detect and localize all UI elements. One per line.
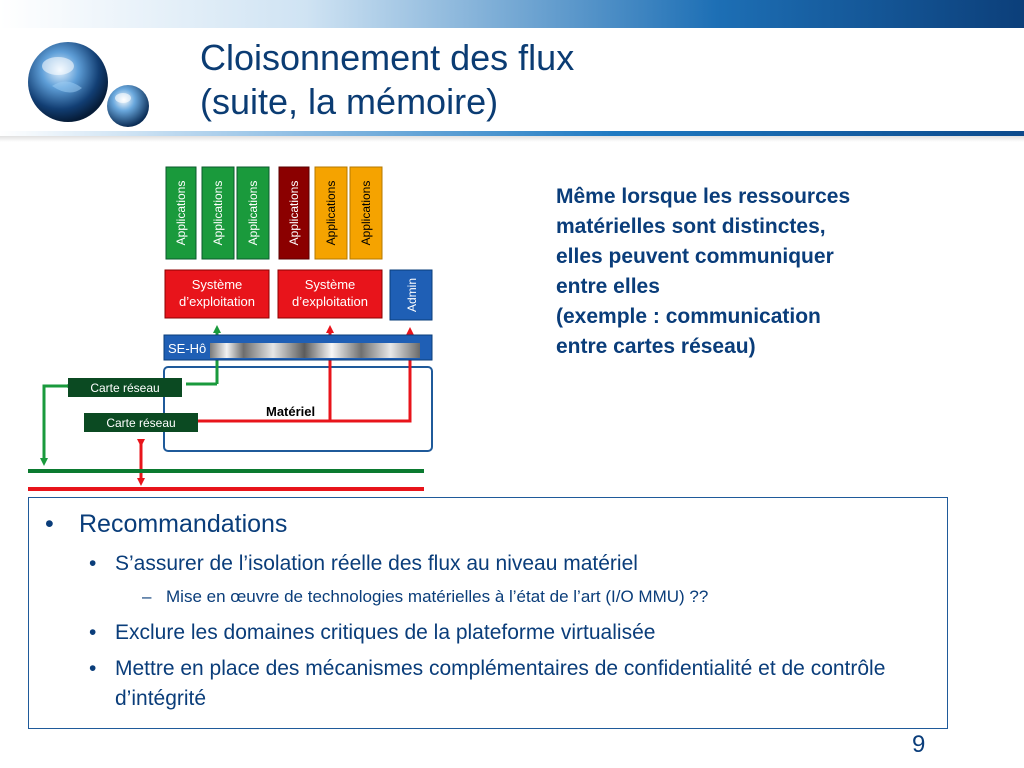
- note-line-6: entre cartes réseau): [556, 335, 756, 358]
- header-shadow: [0, 136, 1024, 142]
- bullet: •: [89, 657, 97, 680]
- nic-box-2: Carte réseau: [84, 413, 198, 432]
- page-number: 9: [912, 731, 926, 758]
- admin-box: Admin: [389, 269, 433, 321]
- os-box-2-line-2: d’exploitation: [292, 294, 368, 309]
- app-label-2: Applications: [211, 181, 225, 246]
- recommendations-box: • Recommandations • S’assurer de l’isola…: [28, 497, 948, 729]
- app-column-4: Applications: [278, 166, 310, 260]
- header-divider: [0, 131, 1024, 136]
- dash: –: [142, 587, 152, 606]
- recommendation-subtext-1: Mise en œuvre de technologies matérielle…: [166, 587, 709, 606]
- host-os-label: SE-Hô: [168, 341, 206, 356]
- memory-bar: [210, 343, 420, 358]
- note-line-4: entre elles: [556, 275, 660, 298]
- recommendation-text-2: Exclure les domaines critiques de la pla…: [115, 621, 656, 644]
- app-column-6: Applications: [349, 166, 383, 260]
- app-label-3: Applications: [246, 181, 260, 246]
- app-column-2: Applications: [201, 166, 235, 260]
- bullet: •: [89, 621, 97, 644]
- note-line-5: (exemple : communication: [556, 305, 821, 328]
- bullet: •: [45, 510, 54, 538]
- header-gradient-stripe: [0, 0, 1024, 28]
- title-line-2: (suite, la mémoire): [200, 81, 499, 122]
- green-nic-link: [40, 382, 72, 466]
- nic-2-label: Carte réseau: [106, 416, 175, 430]
- recommendations-heading-text: Recommandations: [79, 510, 288, 538]
- nic-box-1: Carte réseau: [68, 378, 182, 397]
- globe-logo-icon: [28, 42, 149, 127]
- app-label-6: Applications: [359, 181, 373, 246]
- app-label-1: Applications: [174, 181, 188, 246]
- side-note: Même lorsque les ressources matérielles …: [556, 182, 956, 362]
- architecture-diagram: Applications Applications Applications A…: [28, 166, 433, 491]
- nic-1-label: Carte réseau: [90, 381, 159, 395]
- os-box-1-line-2: d’exploitation: [179, 294, 255, 309]
- os-box-1-line-1: Système: [192, 277, 243, 292]
- os-box-2: Système d’exploitation: [277, 269, 383, 319]
- recommendation-text-3: Mettre en place des mécanismes complémen…: [115, 657, 886, 710]
- slide-title: Cloisonnement des flux (suite, la mémoir…: [200, 36, 574, 124]
- os-box-2-line-1: Système: [305, 277, 356, 292]
- hardware-label: Matériel: [266, 404, 315, 419]
- app-label-5: Applications: [324, 181, 338, 246]
- note-line-3: elles peuvent communiquer: [556, 245, 834, 268]
- recommendation-text-1: S’assurer de l’isolation réelle des flux…: [115, 552, 638, 575]
- note-line-1: Même lorsque les ressources: [556, 185, 851, 208]
- host-os-bar: SE-Hô: [163, 334, 433, 361]
- app-column-3: Applications: [236, 166, 270, 260]
- app-column-5: Applications: [314, 166, 348, 260]
- admin-label: Admin: [405, 278, 419, 312]
- app-label-4: Applications: [287, 181, 301, 246]
- bullet: •: [89, 552, 97, 575]
- hardware-box: [163, 366, 433, 452]
- note-line-2: matérielles sont distinctes,: [556, 215, 826, 238]
- os-box-1: Système d’exploitation: [164, 269, 270, 319]
- title-line-1: Cloisonnement des flux: [200, 37, 575, 78]
- app-column-1: Applications: [165, 166, 197, 260]
